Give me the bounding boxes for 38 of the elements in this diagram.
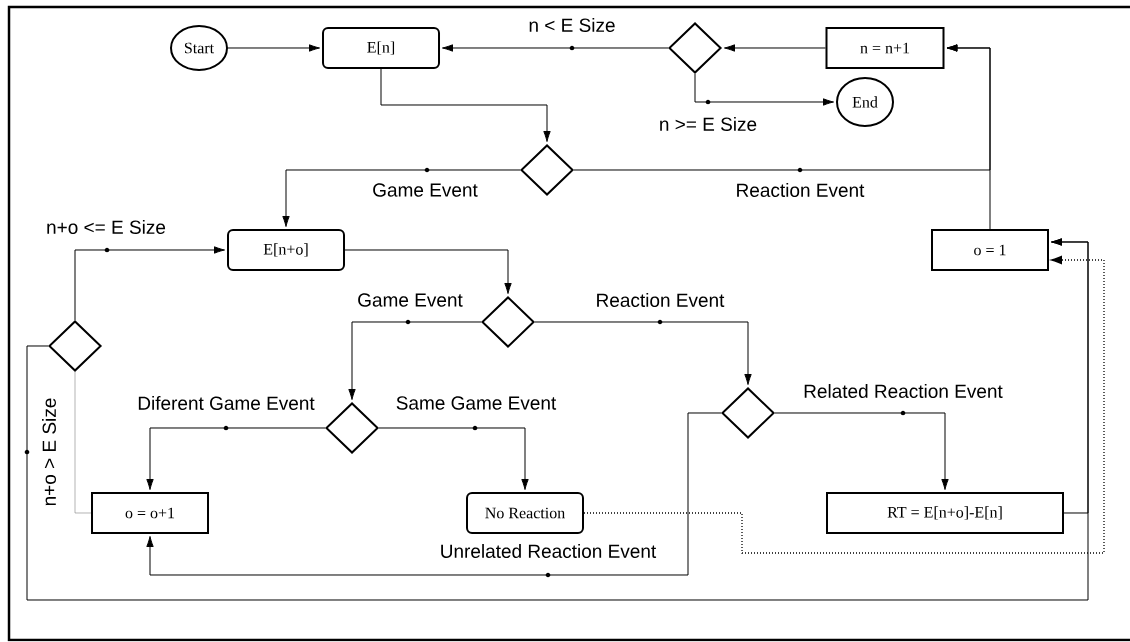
edge-label: n+o > E Size [41,396,57,508]
process-box: RT = E[n+o]-E[n] [826,492,1064,534]
arrow [227,44,320,52]
edge-label: Same Game Event [394,395,558,411]
terminal-oval: Start [170,25,228,71]
edge-label: Diferent Game Event [136,395,316,411]
arrow [724,44,826,52]
terminal-oval: End [836,77,894,127]
process-box: No Reaction [466,492,584,534]
arrow [146,412,722,578]
edge-label: Game Event [356,292,464,308]
arrow [380,68,551,142]
process-box: E[n] [322,27,440,69]
process-box: o = 1 [931,229,1049,271]
arrow [282,167,521,227]
edge-label: Reaction Event [594,292,726,308]
arrow [378,425,529,490]
arrow [774,410,949,490]
edge-label: n >= E Size [657,116,759,132]
edge-label: n < E Size [527,17,617,33]
process-box: E[n+o] [227,229,345,271]
process-box: n = n+1 [825,27,945,69]
edge-label: Related Reaction Event [802,383,1004,399]
process-box: o = o+1 [91,492,209,534]
arrow [344,249,512,294]
arrow [1051,238,1089,514]
edge-label: n+o <= E Size [45,219,167,235]
arrow [146,425,326,490]
arrow [442,44,669,52]
edge-label: Unrelated Reaction Event [438,543,658,559]
arrow [74,246,225,321]
arrow [348,319,482,400]
arrow [534,319,752,385]
edge-label: Game Event [371,182,479,198]
arrow [583,255,1105,554]
edge-label: Reaction Event [734,182,866,198]
arrow [694,73,834,106]
arrow [946,44,991,230]
